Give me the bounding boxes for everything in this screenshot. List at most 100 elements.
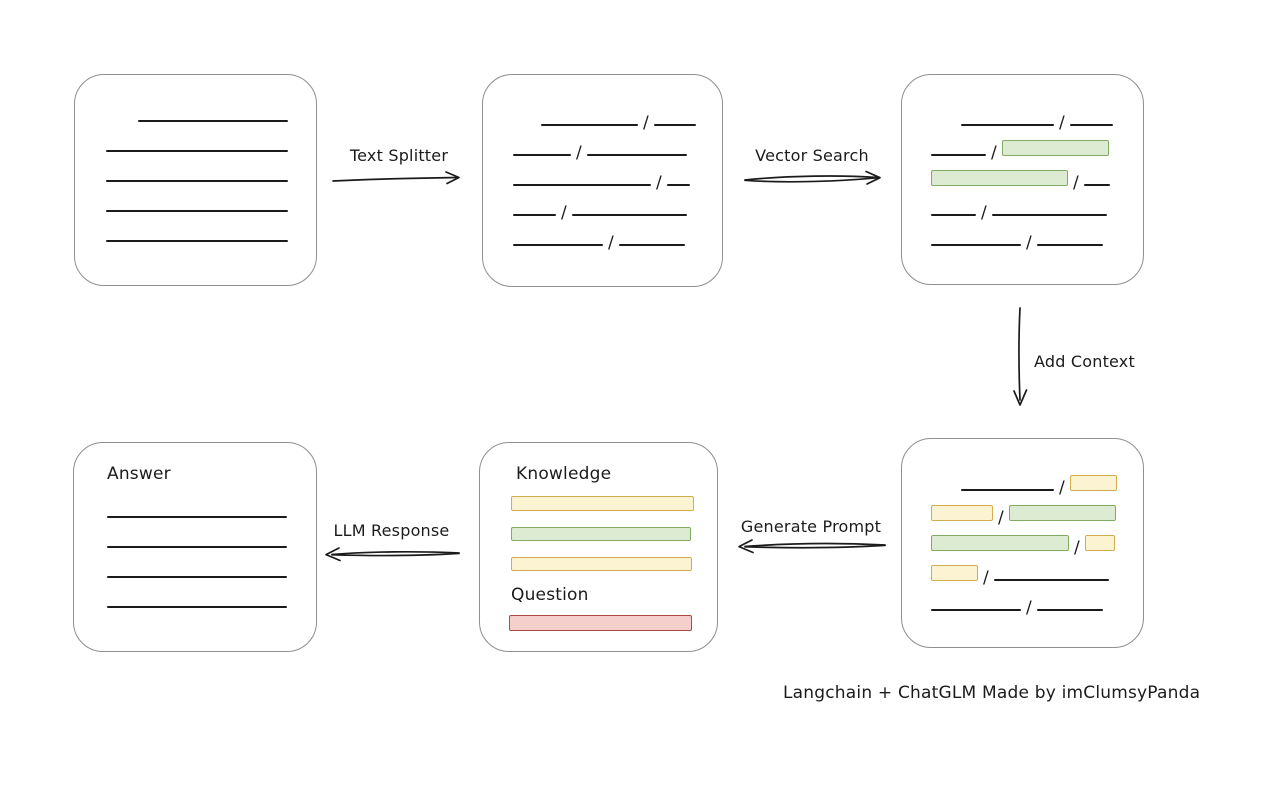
green-highlight-chunk <box>1008 505 1116 521</box>
document-lines <box>75 92 316 242</box>
text-row: / <box>902 551 1143 588</box>
text-row <box>74 488 316 518</box>
text-line <box>513 214 556 216</box>
slash-separator: / <box>561 203 567 223</box>
slash-separator: / <box>1059 113 1065 133</box>
vector-matches-box: ///// <box>901 74 1144 285</box>
text-line <box>106 180 288 182</box>
text-row <box>75 152 316 182</box>
generate-prompt-arrow-left-icon <box>738 539 886 554</box>
green-highlight-chunk <box>931 535 1069 551</box>
text-line <box>653 124 696 126</box>
text-row: / <box>902 491 1143 528</box>
slash-separator: / <box>1026 233 1032 253</box>
text-line <box>106 150 288 152</box>
slash-separator: / <box>608 233 614 253</box>
vector-search-label: Vector Search <box>755 146 869 165</box>
text-line <box>106 210 288 212</box>
green-highlight-chunk <box>931 170 1068 186</box>
vector-search-arrow-right-icon <box>744 170 881 185</box>
text-line <box>513 184 651 186</box>
slash-separator: / <box>998 508 1004 528</box>
question-label: Question <box>511 585 589 605</box>
text-row: / <box>902 521 1143 558</box>
text-row <box>74 578 316 608</box>
text-line <box>961 124 1054 126</box>
slash-separator: / <box>1073 173 1079 193</box>
text-line <box>1036 609 1103 611</box>
text-row: / <box>902 216 1143 253</box>
text-line <box>138 120 288 122</box>
slash-separator: / <box>576 143 582 163</box>
slash-separator: / <box>1074 538 1080 558</box>
yellow-bar <box>511 557 692 571</box>
generate-prompt-label: Generate Prompt <box>740 517 882 536</box>
text-line <box>106 240 288 242</box>
text-row: / <box>483 216 722 253</box>
text-line <box>1083 184 1110 186</box>
slash-separator: / <box>656 173 662 193</box>
split-text-lines: / / / / / <box>483 96 722 253</box>
yellow-highlight-chunk <box>931 505 993 521</box>
caption: Langchain + ChatGLM Made by imClumsyPand… <box>783 683 1201 703</box>
yellow-highlight-chunk <box>931 565 978 581</box>
text-line <box>513 154 571 156</box>
text-row <box>75 92 316 122</box>
green-bar <box>511 527 691 541</box>
text-row <box>75 182 316 212</box>
context-chunks-box: / / / / / <box>901 438 1144 648</box>
text-line <box>107 576 287 578</box>
slash-separator: / <box>1059 478 1065 498</box>
text-row: / <box>902 96 1143 133</box>
question-bars <box>509 615 692 631</box>
slash-separator: / <box>983 568 989 588</box>
text-row: / <box>902 461 1143 498</box>
text-line <box>666 184 690 186</box>
document-box <box>74 74 317 286</box>
text-line <box>931 609 1021 611</box>
answer-label: Answer <box>107 464 171 484</box>
text-line <box>513 244 603 246</box>
slash-separator: / <box>1026 598 1032 618</box>
split-text-box: / / / / / <box>482 74 723 287</box>
yellow-bar <box>511 496 694 511</box>
text-row <box>74 518 316 548</box>
text-line <box>931 154 986 156</box>
text-line <box>107 516 287 518</box>
llm-response-label: LLM Response <box>333 521 450 540</box>
text-splitter-arrow-right-icon <box>332 171 460 185</box>
text-line <box>1036 244 1103 246</box>
text-line <box>961 489 1054 491</box>
text-line <box>107 606 287 608</box>
slash-separator: / <box>643 113 649 133</box>
text-line <box>931 214 976 216</box>
text-row <box>75 212 316 242</box>
add-context-label: Add Context <box>1034 352 1135 371</box>
slash-separator: / <box>991 143 997 163</box>
llm-response-arrow-left-icon <box>325 547 460 562</box>
text-line <box>571 214 687 216</box>
answer-box: Answer <box>73 442 317 652</box>
text-row: / <box>902 126 1143 163</box>
add-context-arrow-down-icon <box>1013 307 1028 406</box>
text-row <box>75 122 316 152</box>
text-row: / <box>902 156 1143 193</box>
text-line <box>1069 124 1113 126</box>
text-line <box>107 546 287 548</box>
text-line <box>541 124 638 126</box>
text-row <box>74 548 316 578</box>
text-line <box>931 244 1021 246</box>
green-highlight-chunk <box>1001 140 1109 156</box>
knowledge-bars <box>511 496 694 571</box>
text-row: / <box>483 186 722 223</box>
text-line <box>586 154 687 156</box>
text-splitter-label: Text Splitter <box>349 146 449 165</box>
text-line <box>991 214 1107 216</box>
prompt-box: Knowledge Question <box>479 442 718 652</box>
text-line <box>618 244 685 246</box>
context-chunks-lines: / / / / / <box>902 461 1143 618</box>
red-bar <box>509 615 692 631</box>
vector-matches-lines: ///// <box>902 96 1143 253</box>
knowledge-label: Knowledge <box>516 464 612 484</box>
text-row: / <box>483 126 722 163</box>
